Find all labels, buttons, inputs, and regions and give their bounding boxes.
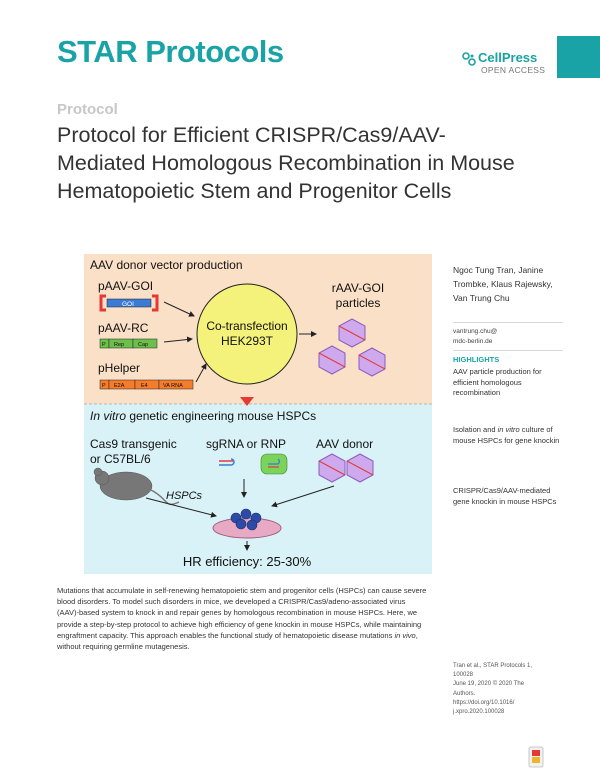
article-title: Protocol for Efficient CRISPR/Cas9/AAV-M… bbox=[57, 123, 515, 203]
author-list: Ngoc Tung Tran, Janine Trombke, Klaus Ra… bbox=[453, 265, 553, 303]
plasmid-goi-icon: GOI bbox=[99, 294, 159, 312]
product-label-line2: particles bbox=[336, 296, 381, 310]
cotransfection-circle bbox=[196, 283, 298, 385]
arrow-hspcs bbox=[145, 497, 217, 518]
arrow-helper bbox=[195, 363, 207, 383]
graphical-abstract: AAV donor vector production pAAV-GOI GOI… bbox=[84, 254, 432, 574]
plasmid-helper-icon: P E2A E4 VA RNA bbox=[99, 379, 194, 390]
helper-part-e2a: E2A bbox=[114, 383, 125, 389]
doi-link[interactable]: j.xpro.2020.100028 bbox=[453, 709, 505, 716]
highlight-item: CRISPR/Cas9/AAV-mediated gene knockin in… bbox=[453, 486, 557, 506]
helper-part-e4: E4 bbox=[141, 383, 148, 389]
helper-part-p: P bbox=[102, 383, 106, 389]
journal-color-tab bbox=[557, 36, 600, 78]
corresponding-email[interactable]: vantrung.chu@ mdc-berlin.de bbox=[453, 327, 563, 347]
highlight-item: AAV particle production for efficient ho… bbox=[453, 367, 542, 397]
product-label-line1: rAAV-GOI bbox=[332, 281, 384, 295]
aav-donor-label: AAV donor bbox=[316, 437, 373, 451]
doi-link[interactable]: https://doi.org/10.1016/ bbox=[453, 699, 515, 706]
red-down-arrow bbox=[240, 397, 254, 406]
rnp-icon bbox=[260, 453, 288, 475]
crossmark-icon[interactable] bbox=[528, 746, 544, 768]
plasmid-rc-label: pAAV-RC bbox=[98, 321, 149, 335]
hspcs-label: HSPCs bbox=[166, 490, 203, 502]
divider bbox=[453, 350, 563, 351]
helper-part-varna: VA RNA bbox=[163, 383, 183, 389]
citation-line: Authors. bbox=[453, 690, 476, 697]
summary-paragraph: Mutations that accumulate in self-renewi… bbox=[57, 586, 427, 652]
rc-part-cap: Cap bbox=[138, 342, 148, 348]
sgrna-label: sgRNA or RNP bbox=[206, 437, 286, 451]
arrow-aav bbox=[271, 485, 335, 508]
email-line2: mdc-berlin.de bbox=[453, 338, 493, 345]
plasmid-rc-icon: P Rep Cap bbox=[99, 338, 158, 349]
mouse-label-line2: or C57BL/6 bbox=[90, 452, 151, 466]
publisher-name: CellPress bbox=[478, 50, 538, 65]
culture-dish-icon bbox=[212, 508, 282, 539]
cotransfection-label: Co-transfection bbox=[206, 319, 287, 333]
open-access-label: OPEN ACCESS bbox=[481, 65, 546, 75]
email-line1: vantrung.chu@ bbox=[453, 328, 498, 335]
hr-efficiency-label: HR efficiency: 25-30% bbox=[183, 554, 312, 569]
cellpress-icon bbox=[462, 52, 476, 66]
citation-line: 100028 bbox=[453, 672, 474, 679]
goi-tag: GOI bbox=[122, 301, 134, 308]
citation-line: Tran et al., STAR Protocols 1, bbox=[453, 663, 533, 669]
mouse-label-line1: Cas9 transgenic bbox=[90, 437, 177, 451]
highlight-item: Isolation and in vitro culture of mouse … bbox=[453, 425, 560, 445]
rc-part-p: P bbox=[102, 342, 106, 348]
aav-capsid-cluster bbox=[318, 318, 386, 377]
rc-part-rep: Rep bbox=[114, 342, 124, 348]
article-type: Protocol bbox=[57, 101, 118, 118]
arrow-goi bbox=[163, 301, 195, 317]
plasmid-helper-label: pHelper bbox=[98, 361, 140, 375]
highlights-heading: HIGHLIGHTS bbox=[453, 355, 500, 364]
plasmid-goi-label: pAAV-GOI bbox=[98, 279, 153, 293]
section2-title: In vitro genetic engineering mouse HSPCs bbox=[90, 409, 316, 423]
host-cell-label: HEK293T bbox=[221, 334, 274, 348]
citation-block: Tran et al., STAR Protocols 1, 100028 Ju… bbox=[453, 662, 563, 717]
sgrna-icon bbox=[219, 458, 235, 466]
journal-title: STAR Protocols bbox=[57, 34, 284, 69]
section1-title: AAV donor vector production bbox=[90, 258, 243, 272]
mouse-icon bbox=[93, 467, 180, 506]
aav-donor-icon bbox=[318, 453, 374, 483]
citation-line: June 19, 2020 © 2020 The bbox=[453, 681, 525, 688]
divider bbox=[453, 322, 563, 323]
arrow-rc bbox=[163, 336, 193, 343]
